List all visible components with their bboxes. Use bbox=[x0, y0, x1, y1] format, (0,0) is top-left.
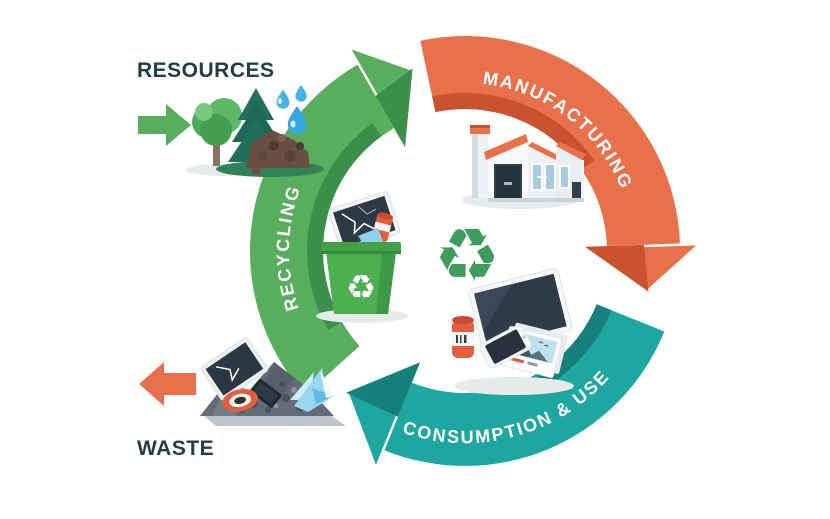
resources-label: RESOURCES bbox=[137, 59, 275, 82]
factory-icon bbox=[462, 125, 586, 209]
manufacturing-arrowhead bbox=[582, 221, 706, 295]
bin-recycle-symbol: ♻ bbox=[346, 268, 376, 308]
trees-water-minerals-icon bbox=[186, 84, 324, 177]
factory-windows-icon bbox=[531, 163, 570, 191]
minerals-icon bbox=[246, 130, 310, 168]
round-tree-icon bbox=[192, 98, 242, 166]
waste-label: WASTE bbox=[137, 437, 214, 460]
broken-screen-icon bbox=[200, 337, 269, 401]
crushed-can-waste-icon bbox=[222, 389, 258, 412]
recycle-bin-icon: ♻ bbox=[316, 191, 408, 323]
smartphone-icon bbox=[479, 325, 532, 369]
water-drops-icon bbox=[276, 84, 307, 134]
consumption-arrowhead bbox=[343, 359, 426, 475]
drink-can-icon bbox=[452, 316, 474, 358]
waste-arrow-left-icon bbox=[139, 362, 196, 406]
dead-phone-icon bbox=[250, 378, 282, 408]
e-waste-pile-icon bbox=[200, 337, 346, 426]
electronic-devices-icon bbox=[452, 268, 574, 395]
resources-arrow-right-icon bbox=[138, 104, 191, 146]
recycling-arrowhead bbox=[338, 42, 416, 150]
paper-scrap-icon bbox=[290, 368, 334, 412]
